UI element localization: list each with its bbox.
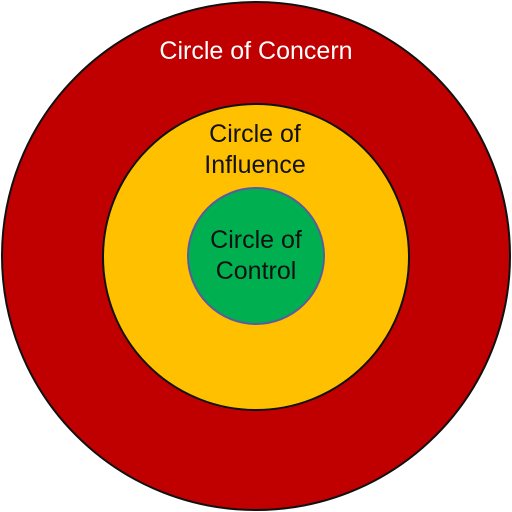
circle-of-control-label-line-2: Control xyxy=(215,257,297,286)
circle-of-control-shape xyxy=(187,187,325,325)
circle-of-influence-label-line-2: Influence xyxy=(204,151,306,180)
circle-of-influence-label-line-1: Circle of xyxy=(209,120,301,148)
circle-of-control-label-line-1: Circle of xyxy=(210,226,302,254)
circle-of-influence-label: Circle of Influence xyxy=(155,119,355,182)
circle-of-control-label: Circle of Control xyxy=(178,225,334,288)
circle-of-concern-label-line-1: Circle of Concern xyxy=(159,37,353,65)
circle-of-concern-label: Circle of Concern xyxy=(106,36,406,67)
